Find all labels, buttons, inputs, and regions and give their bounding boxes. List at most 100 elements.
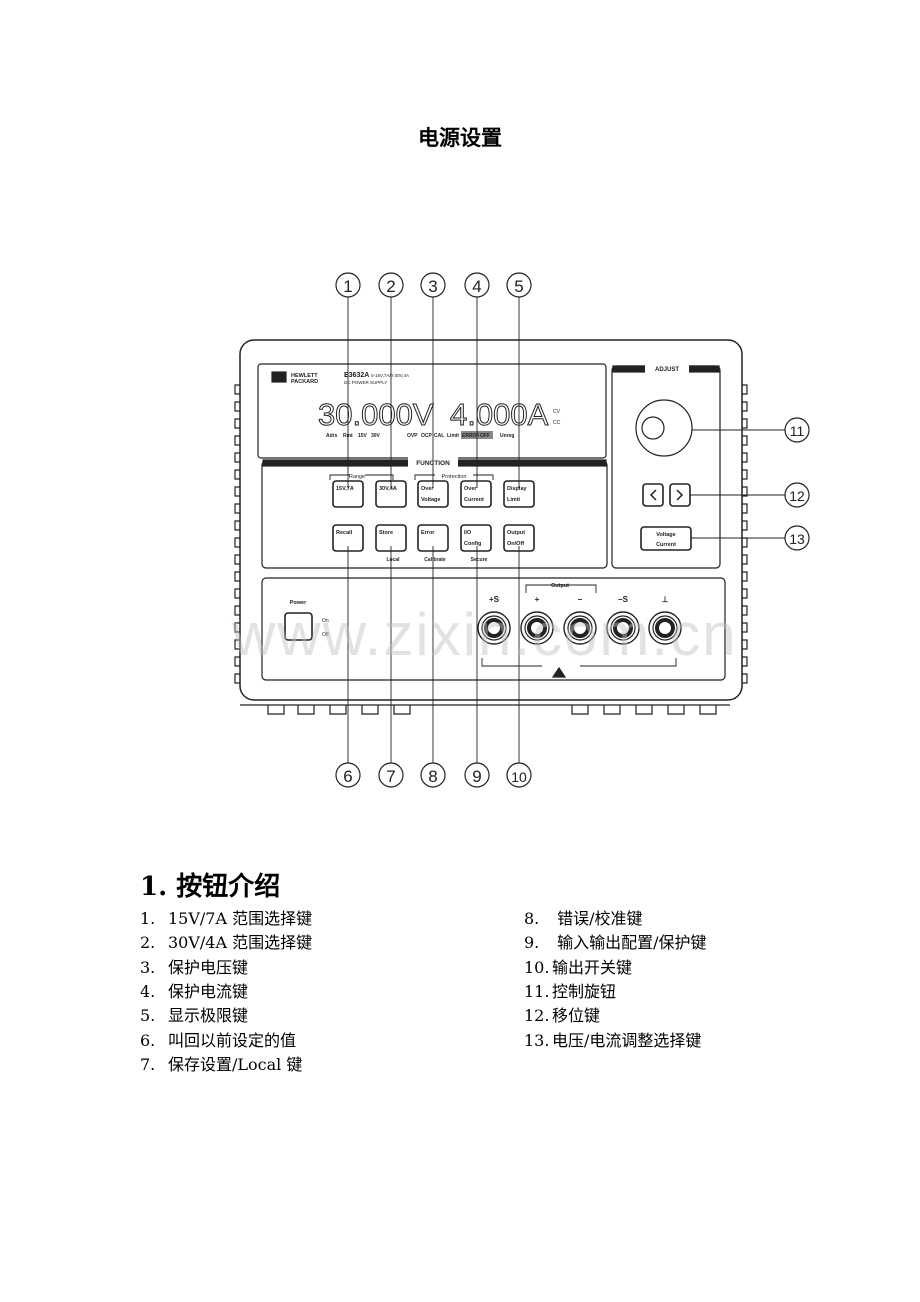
voltage-label: Voltage	[656, 532, 675, 538]
output-label: Output	[551, 583, 569, 589]
callout-number: 10	[511, 769, 527, 785]
feet	[240, 704, 730, 715]
item-text: 错误/校准键	[552, 909, 643, 928]
list-item: 8. 错误/校准键	[524, 909, 642, 929]
model: E3632A	[344, 372, 369, 379]
item-number: 13.	[524, 1030, 550, 1050]
annunciator: Limit	[447, 433, 459, 439]
chevron-right-icon	[676, 489, 684, 501]
function-panel	[261, 460, 608, 569]
voltage-readout: 30.000V	[318, 397, 434, 432]
button-label: 30V,4A	[379, 486, 397, 492]
front-button-9[interactable]	[460, 524, 492, 552]
item-number: 3.	[140, 957, 156, 977]
item-number: 5.	[140, 1006, 156, 1026]
item-number: 1.	[140, 909, 156, 928]
shift-label: Local	[386, 557, 400, 563]
annunciator: 30V	[371, 433, 381, 439]
supply-body	[239, 339, 743, 701]
button-label: Voltage	[421, 497, 440, 503]
item-number: 11.	[524, 981, 550, 1001]
item-text: 显示极限键	[168, 1006, 249, 1026]
terminal-label: ⊥	[662, 595, 669, 604]
button-label: I/O	[464, 530, 472, 536]
list-item: 4. 保护电流键	[140, 982, 248, 1002]
callout-number: 1	[343, 277, 352, 296]
callout-number: 7	[386, 767, 395, 786]
protection-label: Protection	[442, 474, 467, 480]
annunciator: Unreg	[500, 433, 514, 439]
terminal[interactable]	[477, 611, 511, 645]
control-knob[interactable]	[635, 399, 693, 457]
page-title: 电源设置	[418, 125, 502, 150]
terminal[interactable]	[563, 611, 597, 645]
callout-number: 11	[790, 423, 805, 439]
button-label: Output	[507, 530, 525, 536]
power-label: Power	[290, 600, 307, 606]
button-label: 15V,7A	[336, 486, 354, 492]
item-text: 保护电压键	[168, 957, 249, 977]
voltage-current-button[interactable]	[640, 526, 692, 551]
list-item: 5. 显示极限键	[140, 1006, 248, 1026]
brand-line1: HEWLETT	[291, 373, 318, 379]
item-text: 保护电流键	[168, 981, 249, 1001]
model-desc: DC POWER SUPPLY	[344, 380, 387, 385]
section-heading: 1. 按钮介绍	[140, 872, 281, 902]
shift-label: Calibrate	[424, 557, 446, 563]
button-label: Current	[464, 497, 484, 503]
button-label: Limit	[507, 497, 520, 503]
annunciator: CAL	[434, 433, 444, 439]
item-number: 8.	[524, 909, 540, 928]
current-label: Current	[656, 542, 676, 548]
terminal-label: −S	[618, 595, 629, 604]
side-notches	[234, 384, 748, 684]
annunciator: OFF	[480, 433, 490, 439]
item-text: 叫回以前设定的值	[168, 1030, 297, 1050]
item-number: 12.	[524, 1006, 550, 1026]
annunciator: 15V	[358, 433, 368, 439]
cc-indicator: CC	[553, 420, 561, 426]
annunciator: OCP	[421, 433, 433, 439]
left-arrow-button[interactable]	[642, 483, 664, 507]
annunciator: ERROR	[462, 433, 480, 439]
list-item: 10.输出开关键	[524, 958, 632, 978]
callout-number: 12	[789, 488, 805, 504]
item-text: 30V/4A 范围选择键	[168, 933, 313, 953]
item-number: 9.	[524, 933, 540, 953]
warning-icon	[551, 666, 567, 678]
adjust-label: ADJUST	[655, 367, 679, 373]
bottom-panel	[261, 577, 726, 681]
callout-number: 3	[428, 277, 437, 296]
front-button-4[interactable]	[460, 480, 492, 508]
power-button[interactable]	[284, 612, 313, 641]
button-label: Over	[464, 486, 477, 492]
terminal[interactable]	[648, 611, 682, 645]
shift-label: Secure	[471, 557, 488, 563]
terminal[interactable]	[520, 611, 554, 645]
callout-number: 9	[472, 767, 481, 786]
button-label: Store	[379, 530, 393, 536]
button-label: Error	[421, 530, 435, 536]
list-item: 1. 15V/7A 范围选择键	[140, 909, 312, 929]
item-number: 4.	[140, 981, 156, 1001]
power-supply-diagram: HEWLETT PACKARD E3632A 0-15V,7A/0-30V,4A…	[234, 272, 810, 788]
hp-logo	[271, 371, 287, 383]
list-item: 6.叫回以前设定的值	[140, 1031, 296, 1051]
watermark: www.zixin.com.cn	[232, 601, 738, 668]
terminal[interactable]	[606, 611, 640, 645]
item-text: 电压/电流调整选择键	[552, 1030, 702, 1050]
on-label: On	[322, 618, 329, 624]
chevron-left-icon	[649, 489, 657, 501]
item-number: 7.	[140, 1054, 156, 1074]
right-arrow-button[interactable]	[669, 483, 691, 507]
callout-number: 5	[514, 277, 523, 296]
callout-number: 13	[789, 531, 805, 547]
item-text: 15V/7A 范围选择键	[168, 909, 313, 928]
callout-number: 8	[428, 767, 437, 786]
callout-number: 4	[472, 277, 481, 296]
terminal-label: −	[578, 595, 583, 604]
model-range: 0-15V,7A/0-30V,4A	[371, 373, 409, 378]
callout-number: 2	[386, 277, 395, 296]
item-text: 输出开关键	[552, 957, 633, 977]
